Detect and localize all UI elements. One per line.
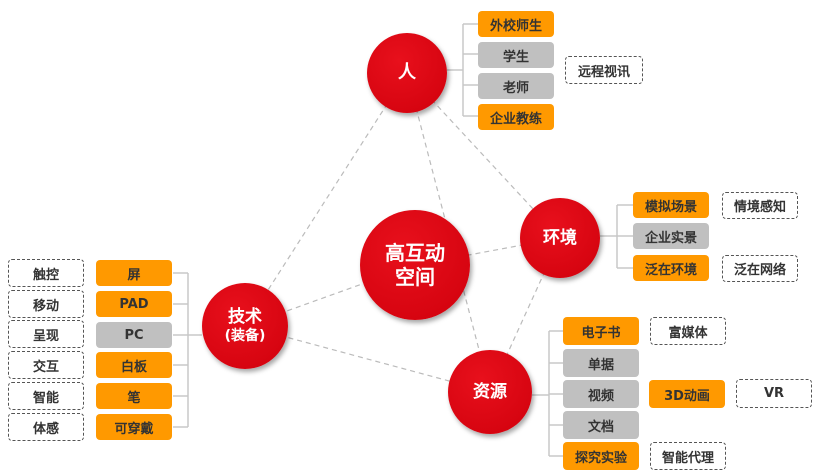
env-note: 泛在网络 xyxy=(722,255,798,282)
tech-note: 体感 xyxy=(8,413,84,441)
resource-item: 视频 xyxy=(563,380,639,408)
person-item: 老师 xyxy=(478,73,554,99)
node-tech-label-2: (装备) xyxy=(224,327,266,344)
node-person-label: 人 xyxy=(398,62,416,84)
tech-note: 移动 xyxy=(8,290,84,318)
resource-item: 文档 xyxy=(563,411,639,439)
person-item: 外校师生 xyxy=(478,11,554,37)
node-center-label-2: 空间 xyxy=(395,265,435,289)
resource-item: 单据 xyxy=(563,349,639,377)
node-center-label-1: 高互动 xyxy=(385,241,445,265)
node-resource-label: 资源 xyxy=(473,381,507,402)
node-person: 人 xyxy=(367,33,447,113)
resource-note-3d-animation: 3D动画 xyxy=(649,380,725,408)
person-item: 企业教练 xyxy=(478,104,554,130)
resource-note-rich-media: 富媒体 xyxy=(650,317,726,345)
resource-note-vr: VR xyxy=(736,379,812,408)
env-item: 泛在环境 xyxy=(633,255,709,281)
tech-note: 呈现 xyxy=(8,320,84,348)
tech-note: 交互 xyxy=(8,351,84,379)
resource-item: 电子书 xyxy=(563,317,639,345)
node-environment: 环境 xyxy=(520,198,600,278)
env-item: 模拟场景 xyxy=(633,192,709,218)
tech-item: PC xyxy=(96,322,172,348)
node-environment-label: 环境 xyxy=(543,227,577,248)
env-note: 情境感知 xyxy=(722,192,798,219)
tech-note: 触控 xyxy=(8,259,84,287)
resource-note-agent: 智能代理 xyxy=(650,442,726,470)
node-tech: 技术(装备) xyxy=(202,283,288,369)
tech-item: 可穿戴 xyxy=(96,414,172,440)
env-item: 企业实景 xyxy=(633,223,709,249)
tech-note: 智能 xyxy=(8,382,84,410)
tech-item: PAD xyxy=(96,291,172,317)
person-note: 远程视讯 xyxy=(565,56,643,84)
tech-item: 屏 xyxy=(96,260,172,286)
tech-item: 笔 xyxy=(96,383,172,409)
node-tech-label-1: 技术 xyxy=(228,307,262,328)
node-center: 高互动空间 xyxy=(360,210,470,320)
person-item: 学生 xyxy=(478,42,554,68)
tech-item: 白板 xyxy=(96,352,172,378)
resource-item: 探究实验 xyxy=(563,442,639,470)
node-resource: 资源 xyxy=(448,350,532,434)
